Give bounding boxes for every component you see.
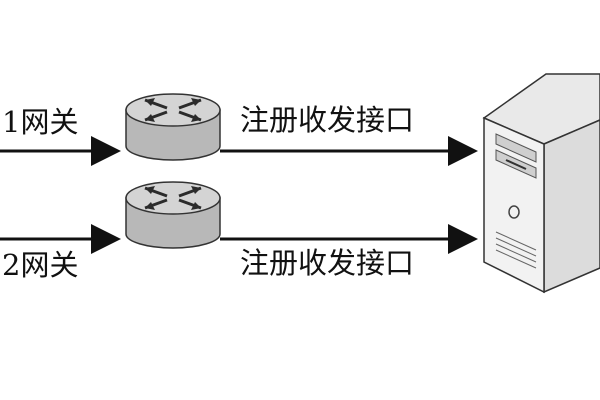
- server-icon: [482, 73, 600, 294]
- interface-1-label: 注册收发接口: [240, 103, 415, 137]
- router-icon: [125, 181, 221, 249]
- interface-2-label: 注册收发接口: [240, 246, 415, 280]
- gateway-2-label: 2网关: [2, 248, 79, 282]
- gateway-1-label: 1网关: [2, 105, 79, 139]
- router-icon: [125, 93, 221, 161]
